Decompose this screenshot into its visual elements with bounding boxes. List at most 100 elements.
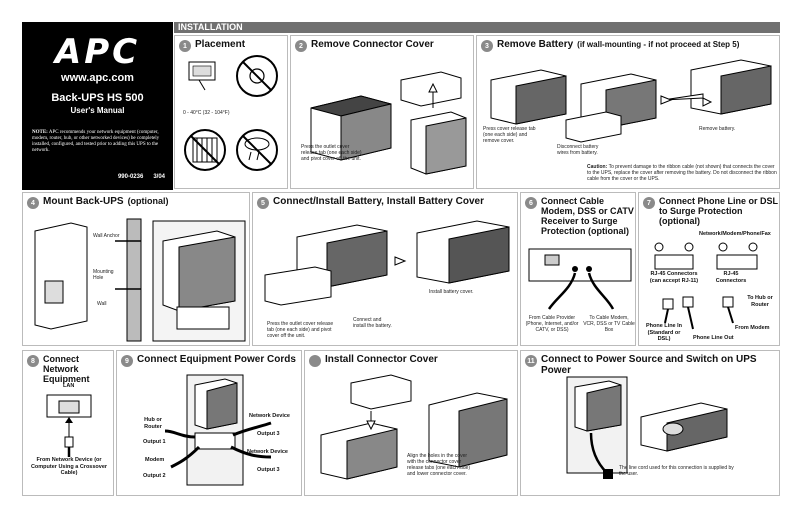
step-7-phone-in: Phone Line In (Standard or DSL) (645, 323, 683, 342)
power-source-illustration (566, 376, 728, 479)
step-11-caption: The line cord used for this connection i… (619, 465, 734, 477)
step-3-caption-press: Press cover release tab (one each side) … (483, 126, 536, 144)
step-3-caption-remove: Remove battery. (699, 126, 736, 132)
step-3-remove-battery: 3 Remove Battery(if wall-mounting - if no… (476, 35, 780, 189)
step-6-from-provider: From Cable Provider (Phone, Internet, an… (525, 315, 579, 333)
step-11-number: 11 (525, 355, 537, 367)
ups-illustration (310, 71, 467, 175)
step-5-caption-connect: Connect and install the battery. (353, 317, 392, 329)
step-7-rj45-b: RJ-45 Connectors (715, 271, 747, 284)
label-mounting-hole: Mounting Hole (93, 269, 114, 281)
label-wall: Wall (97, 301, 107, 307)
step-7-phone-out: Phone Line Out (693, 335, 734, 341)
step-6-number: 6 (525, 197, 537, 209)
step-2-caption: Press the outlet cover release tab (one … (301, 144, 362, 162)
placement-icons (184, 55, 278, 171)
step-3-number: 3 (481, 40, 493, 52)
step-10-title: Install Connector Cover (325, 354, 438, 365)
label-wall-anchor: Wall Anchor (93, 233, 120, 239)
step-10-marker (309, 355, 321, 367)
step-1-number: 1 (179, 40, 191, 52)
step-8-title: Connect Network Equipment (43, 354, 90, 384)
step-8-lan: LAN (63, 383, 75, 389)
ups-temp-icon (188, 61, 216, 91)
step-7-number: 7 (643, 197, 655, 209)
step-7-title: Connect Phone Line or DSL to Surge Prote… (659, 196, 779, 226)
installation-header: INSTALLATION (174, 22, 780, 33)
step-4-mount: 4 Mount Back-UPS(optional) Wall Anchor Mo… (22, 192, 250, 346)
step-1-title: Placement (195, 39, 246, 50)
step-4-subtitle: (optional) (127, 196, 169, 206)
apc-logo: APC (54, 32, 141, 72)
step-6-to-modem: To Cable Modem, VCR, DSS or TV Cable Box (583, 315, 635, 333)
step-6-subtitle: (optional) (588, 226, 630, 236)
step-5-title: Connect/Install Battery, Install Battery… (273, 196, 484, 207)
step-11-title: Connect to Power Source and Switch on UP… (541, 354, 757, 376)
product-name: Back-UPS HS 500 (51, 92, 144, 104)
step-6-coax: 6 Connect Cable Modem, DSS or CATV Receiv… (520, 192, 636, 346)
no-sun-icon (236, 55, 278, 97)
step-6-title: Connect Cable Modem, DSS or CATV Receive… (541, 196, 635, 236)
step-5-number: 5 (257, 197, 269, 209)
step-3-title: Remove Battery (497, 39, 574, 50)
step-5-caption-outlet: Press the outlet cover release tab (one … (267, 321, 334, 339)
no-radiator-icon (184, 129, 226, 171)
step-3-caption-disconnect: Disconnect battery wires from battery. (557, 144, 599, 156)
step-7-rj45-a: RJ-45 Connectors (can accept RJ-11) (649, 271, 699, 284)
step-2-title: Remove Connector Cover (311, 39, 434, 50)
step-7-phone: 7 Connect Phone Line or DSL to Surge Prot… (638, 192, 780, 346)
brand-panel: APC www.apc.com Back-UPS HS 500 User's M… (22, 22, 173, 190)
no-rain-icon (236, 129, 278, 171)
step-11-power-source: 11 Connect to Power Source and Switch on … (520, 350, 780, 496)
power-cords-illustration (164, 374, 272, 486)
step-9-output2: Output 2 (143, 473, 166, 479)
doc-date: 3/04 (153, 174, 165, 180)
battery-install-illustration (264, 220, 510, 306)
step-7-subtitle: (optional) (659, 216, 700, 226)
step-6-title-text: Connect Cable Modem, DSS or CATV Receive… (541, 196, 634, 236)
coax-illustration (528, 248, 632, 310)
note-text: APC recommends your network equipment (c… (32, 130, 160, 153)
step-9-netdev-b: Network Device (247, 449, 288, 455)
step-9-power-cords: 9 Connect Equipment Power Cords Hub or Ro… (116, 350, 302, 496)
step-9-netdev-a: Network Device (249, 413, 290, 419)
doc-info: 990-0236 3/04 (118, 174, 165, 180)
connector-cover-illustration (320, 374, 508, 480)
step-7-title-text: Connect Phone Line or DSL to Surge Prote… (659, 196, 778, 216)
doc-number: 990-0236 (117, 174, 144, 180)
manual-name: User's Manual (70, 106, 125, 115)
step-7-from-modem: From Modem (735, 325, 770, 331)
lan-illustration (46, 394, 92, 457)
step-7-to-hub: To Hub or Router (747, 295, 773, 308)
step-1-placement: 1 Placement 0 - 40°C (32 - 104°F) (174, 35, 288, 189)
temperature-range: 0 - 40°C (32 - 104°F) (183, 110, 230, 116)
step-9-hub: Hub or Router (144, 417, 162, 430)
step-8-from-device: From Network Device (or Computer Using a… (30, 457, 108, 476)
step-4-title: Mount Back-UPS (43, 196, 124, 207)
caution-text: To prevent damage to the ribbon cable (n… (587, 164, 777, 182)
step-5-install-battery: 5 Connect/Install Battery, Install Batter… (252, 192, 518, 346)
step-3-caution: Caution: To prevent damage to the ribbon… (587, 164, 777, 182)
step-9-output1: Output 1 (143, 439, 166, 445)
caution-label: Caution: (587, 164, 608, 170)
step-4-number: 4 (27, 197, 39, 209)
step-8-network: 8 Connect Network Equipment LAN From Netw… (22, 350, 114, 496)
step-10-caption: Align the holes in the cover with the co… (407, 453, 471, 477)
step-9-modem: Modem (145, 457, 165, 463)
mount-illustration (34, 218, 246, 342)
step-8-number: 8 (27, 355, 39, 367)
step-9-title: Connect Equipment Power Cords (137, 354, 296, 365)
note: NOTE: APC recommends your network equipm… (32, 130, 166, 154)
battery-removal-illustration (490, 59, 772, 143)
step-5-caption-cover: Install battery cover. (429, 289, 474, 295)
step-9-number: 9 (121, 355, 133, 367)
phone-illustration (654, 242, 758, 330)
step-9-output3-b: Output 3 (257, 467, 280, 473)
note-label: NOTE: (32, 130, 48, 135)
step-10-connector-cover: Install Connector Cover Align the holes … (304, 350, 518, 496)
website: www.apc.com (61, 72, 134, 84)
header-title: INSTALLATION (178, 22, 243, 32)
step-3-subtitle: (if wall-mounting - if not proceed at St… (577, 40, 740, 49)
step-7-network-label: Network/Modem/Phone/Fax (699, 231, 771, 237)
step-9-output3-a: Output 3 (257, 431, 280, 437)
